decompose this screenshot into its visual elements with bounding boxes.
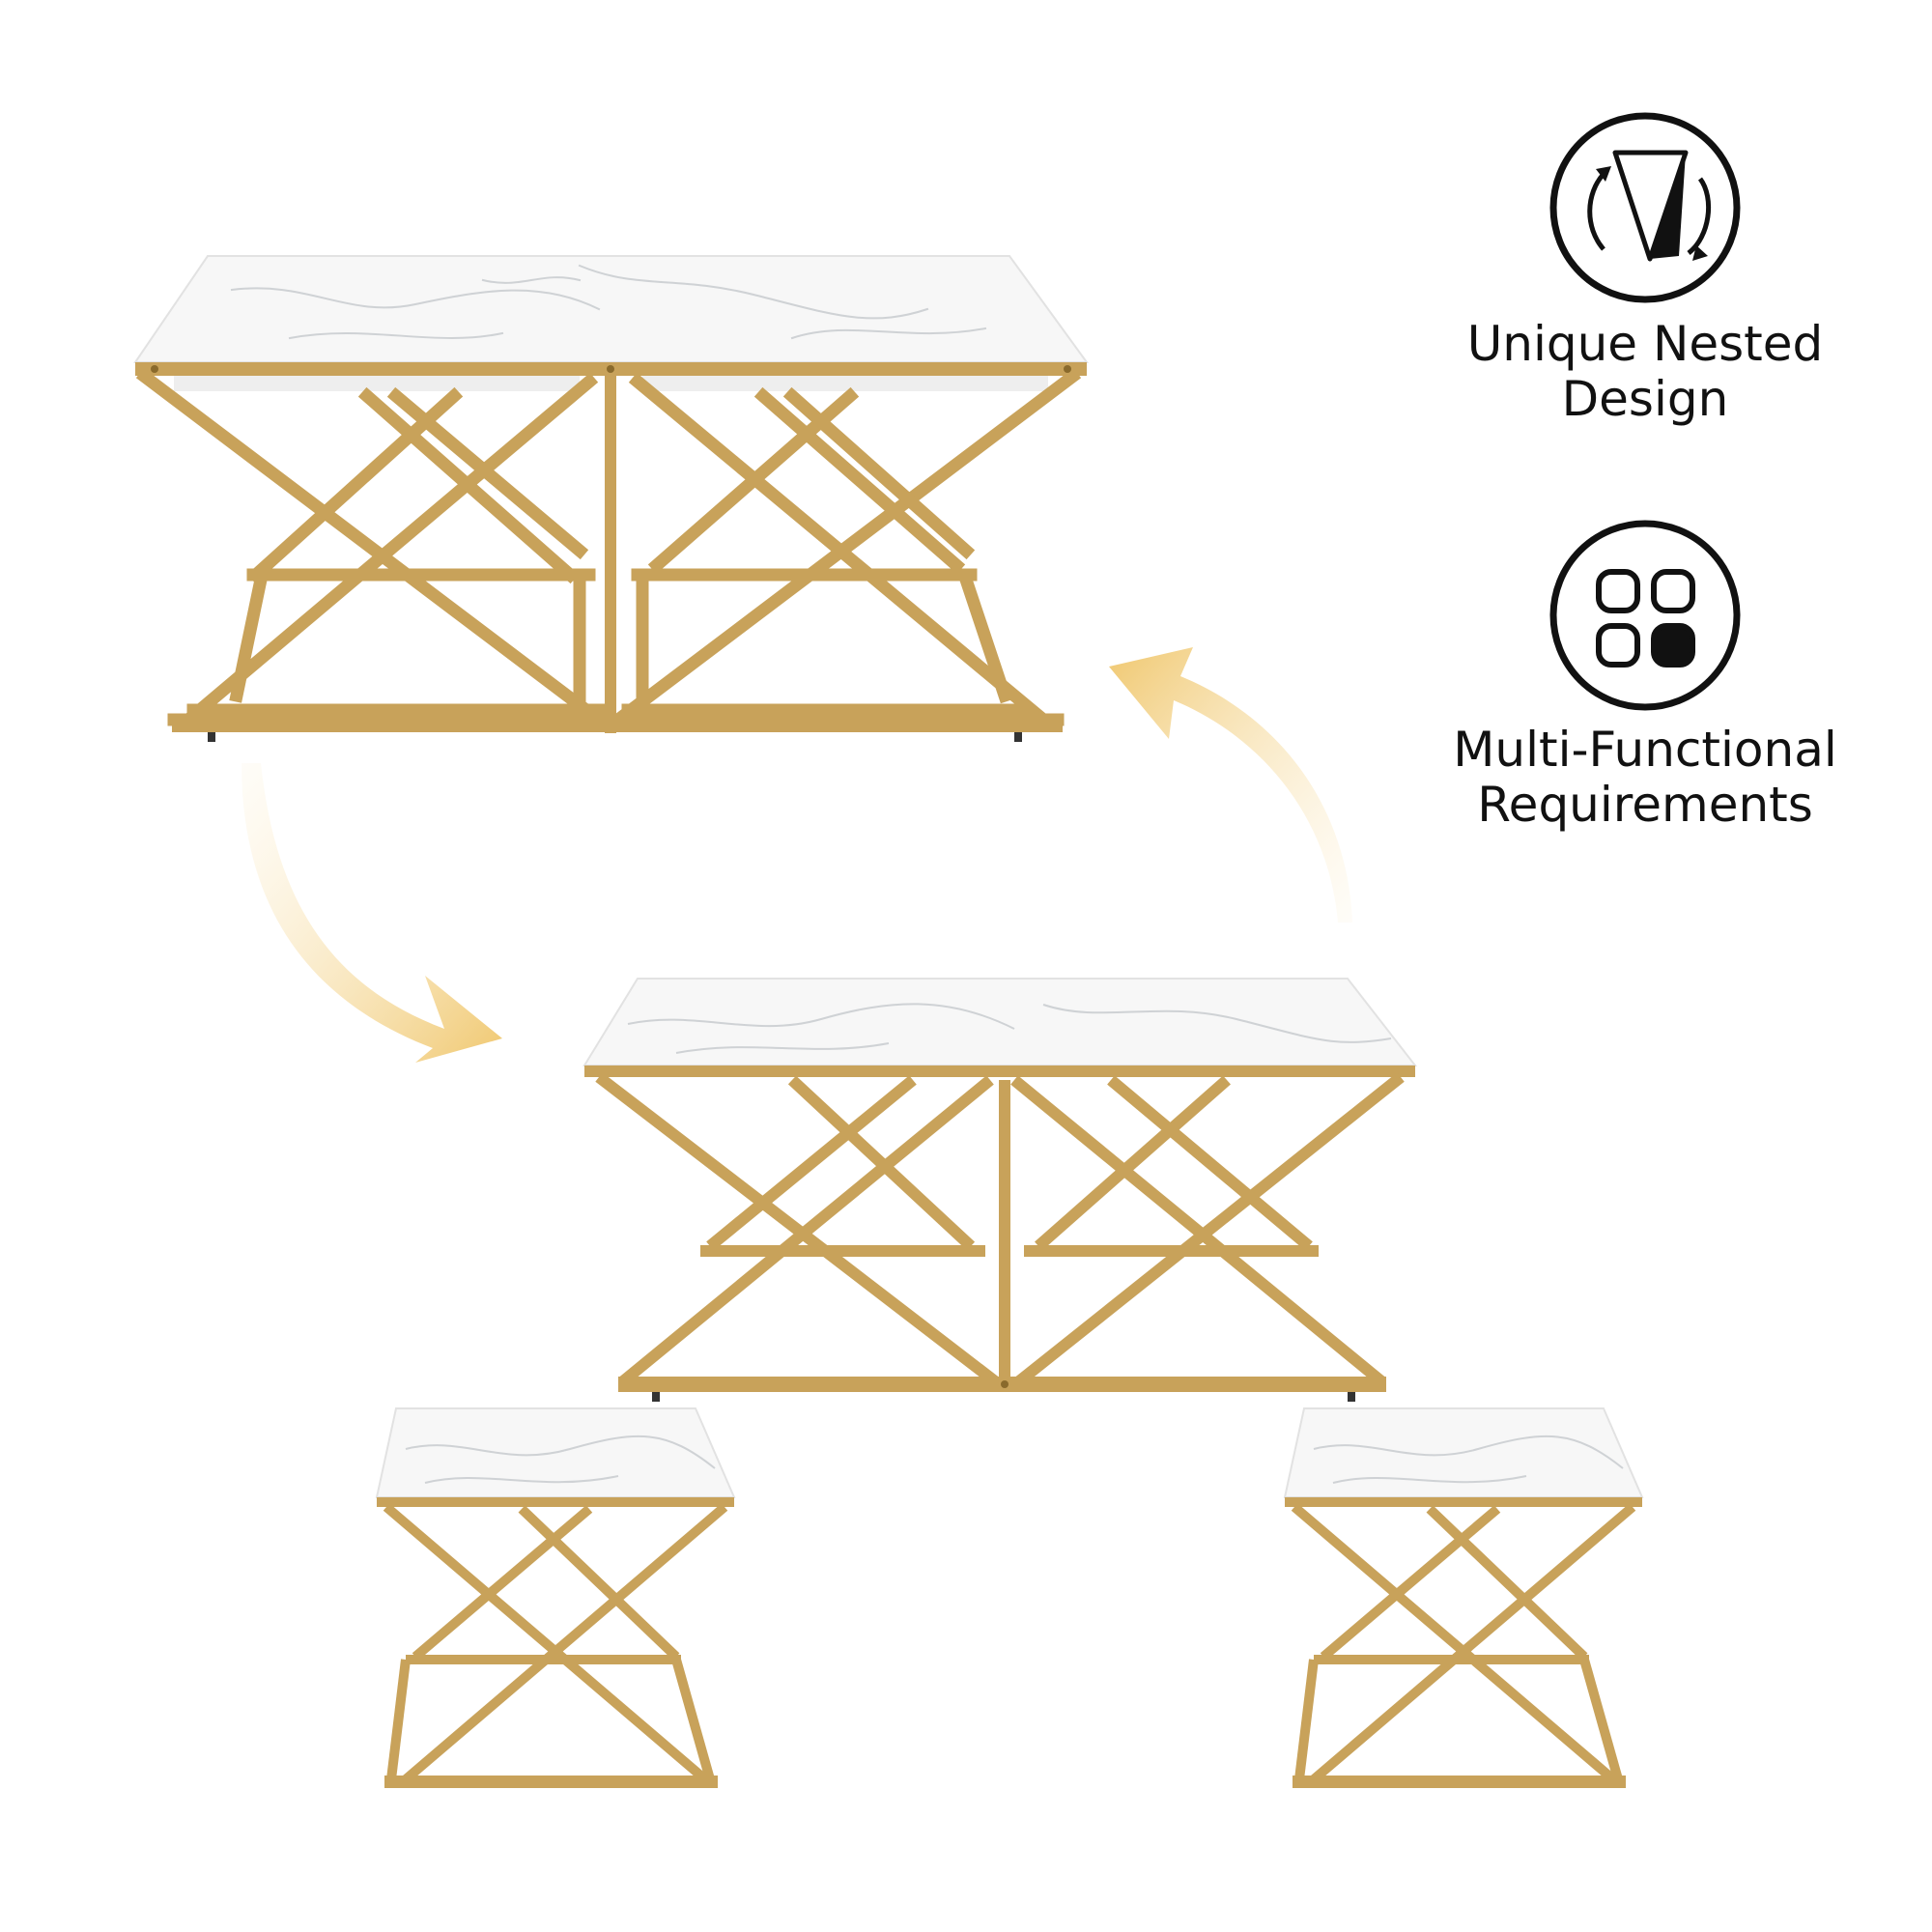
end-table-right: [1283, 1407, 1644, 1788]
feature-line-2: Requirements: [1477, 777, 1813, 833]
feature-label-multi-functional: Multi-Functional Requirements: [1394, 723, 1896, 833]
arrow-separate-to-nested: [1109, 647, 1352, 923]
tabletop-marble: [133, 255, 1089, 363]
marble-veins: [230, 264, 987, 340]
feature-line-2: Design: [1561, 371, 1729, 427]
feature-line-1: Unique Nested: [1466, 316, 1824, 372]
arrow-nested-to-separate: [242, 763, 502, 1063]
multi-function-grid-icon: [1549, 520, 1741, 711]
feature-line-1: Multi-Functional: [1453, 722, 1837, 778]
feature-label-nested-design: Unique Nested Design: [1394, 317, 1896, 427]
nested-table-set: [133, 255, 1089, 742]
nesting-triangle-icon: [1549, 112, 1741, 303]
coffee-table: [582, 978, 1418, 1402]
end-table-left: [375, 1407, 736, 1788]
